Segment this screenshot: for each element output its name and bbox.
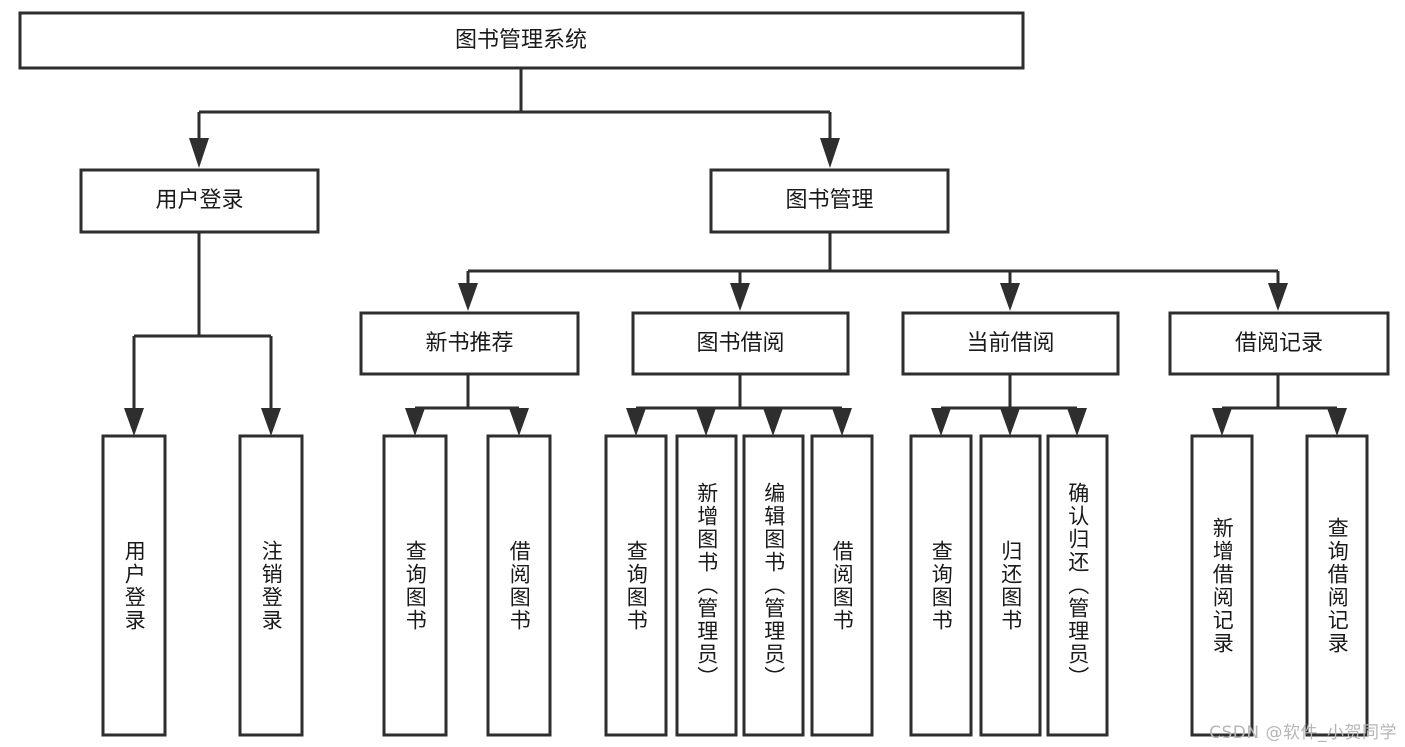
arrow-head-icon xyxy=(832,408,852,436)
node-book-borrow-label: 图书借阅 xyxy=(696,331,784,356)
leaf-add-book-admin[interactable] xyxy=(675,434,738,737)
leaf-borrow-book-recommend[interactable] xyxy=(486,434,552,737)
connector-borrowrecord-to-leaves xyxy=(1212,374,1347,436)
node-new-book-recommend-label: 新书推荐 xyxy=(425,331,513,356)
connector-userlogin-to-leaves xyxy=(124,232,281,436)
node-borrow-record-label: 借阅记录 xyxy=(1235,331,1323,356)
leaf-query-book-borrow-label: 查询图书 xyxy=(624,539,649,632)
leaf-query-borrow-record[interactable] xyxy=(1305,434,1369,737)
arrow-head-icon xyxy=(1067,408,1087,436)
leaf-user-login[interactable] xyxy=(101,434,167,737)
arrow-head-icon xyxy=(626,408,646,436)
node-new-book-recommend[interactable] xyxy=(359,311,580,376)
connector-bookborrow-to-leaves xyxy=(626,374,852,436)
arrow-head-icon xyxy=(820,138,840,168)
arrow-head-icon xyxy=(509,408,529,436)
leaf-borrow-book[interactable] xyxy=(810,434,874,737)
arrow-head-icon xyxy=(1327,408,1347,436)
arrow-head-icon xyxy=(1000,408,1020,436)
node-book-management[interactable] xyxy=(709,168,950,234)
leaf-edit-book-admin[interactable] xyxy=(742,434,805,737)
leaf-return-book[interactable] xyxy=(979,434,1042,737)
leaf-edit-book-admin-label: 编辑图书（管理员） xyxy=(761,482,786,689)
connector-newbook-to-leaves xyxy=(405,374,529,436)
arrow-head-icon xyxy=(931,408,951,436)
leaf-confirm-return-admin[interactable] xyxy=(1046,434,1109,737)
leaf-logout-login[interactable] xyxy=(238,434,304,737)
leaf-add-borrow-record-label: 新增借阅记录 xyxy=(1210,516,1235,655)
node-root-label: 图书管理系统 xyxy=(455,28,587,53)
leaf-query-book-recommend[interactable] xyxy=(382,434,448,737)
connector-currentborrow-to-leaves xyxy=(931,374,1087,436)
node-current-borrow-label: 当前借阅 xyxy=(966,331,1054,356)
node-borrow-record[interactable] xyxy=(1168,311,1390,376)
arrow-head-icon xyxy=(1212,408,1232,436)
leaf-query-book-borrow[interactable] xyxy=(604,434,668,737)
connector-root-to-level2 xyxy=(189,68,840,168)
leaf-confirm-return-admin-label: 确认归还（管理员） xyxy=(1065,482,1090,689)
arrow-head-icon xyxy=(763,408,783,436)
leaf-query-book-recommend-label: 查询图书 xyxy=(403,539,428,632)
leaf-user-login-label: 用户登录 xyxy=(122,539,147,632)
arrow-head-icon xyxy=(1000,283,1020,311)
node-book-management-label: 图书管理 xyxy=(785,188,873,213)
arrow-head-icon xyxy=(696,408,716,436)
leaf-add-borrow-record[interactable] xyxy=(1190,434,1254,737)
leaf-query-book-current-label: 查询图书 xyxy=(929,539,954,632)
node-root-book-management-system[interactable] xyxy=(18,11,1025,70)
leaf-return-book-label: 归还图书 xyxy=(998,539,1023,632)
arrow-head-icon xyxy=(405,408,425,436)
leaf-logout-login-label: 注销登录 xyxy=(259,539,284,632)
leaf-borrow-book-recommend-label: 借阅图书 xyxy=(507,539,532,632)
arrow-head-icon xyxy=(261,408,281,436)
arrow-head-icon xyxy=(458,283,478,311)
leaf-borrow-book-label: 借阅图书 xyxy=(830,539,855,632)
node-user-login[interactable] xyxy=(79,168,320,234)
arrow-head-icon xyxy=(189,138,209,168)
leaf-query-borrow-record-label: 查询借阅记录 xyxy=(1325,516,1350,655)
arrow-head-icon xyxy=(124,408,144,436)
arrow-head-icon xyxy=(730,283,750,311)
leaf-query-book-current[interactable] xyxy=(909,434,973,737)
watermark: CSDN @软件_小贺同学 xyxy=(1209,723,1397,743)
arrow-head-icon xyxy=(1268,283,1288,311)
node-user-login-label: 用户登录 xyxy=(155,188,243,213)
node-current-borrow[interactable] xyxy=(901,311,1120,376)
node-book-borrow[interactable] xyxy=(631,311,850,376)
connector-bookmgmt-to-level3 xyxy=(458,232,1288,311)
leaf-add-book-admin-label: 新增图书（管理员） xyxy=(694,482,719,689)
